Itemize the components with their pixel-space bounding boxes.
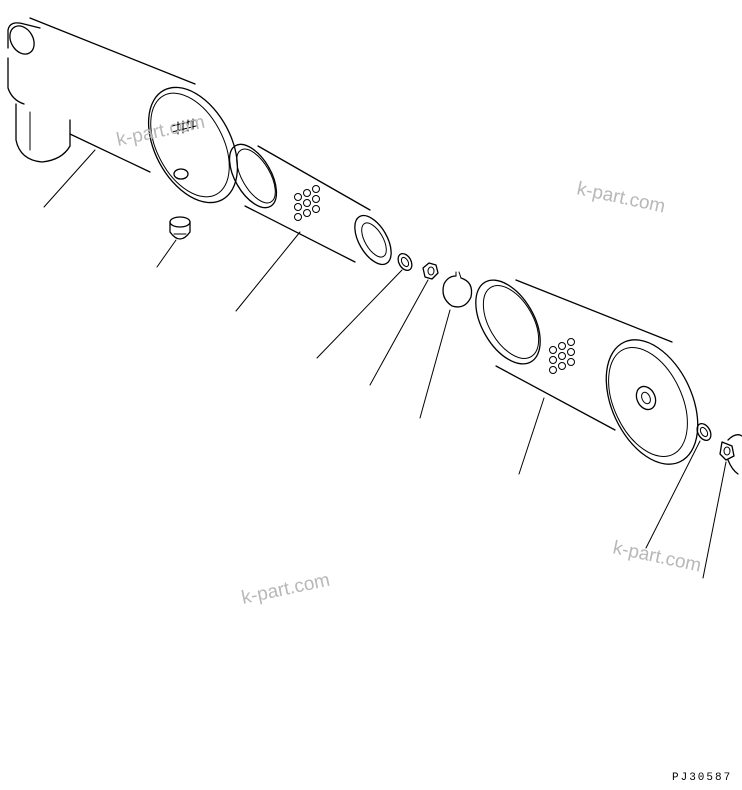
wing-nut-icon: [702, 434, 742, 579]
outer-element-washer-icon: [645, 422, 712, 549]
watermark-text: k-part.com: [240, 570, 332, 609]
watermark-text: k-part.com: [575, 178, 667, 217]
inner-safety-element-icon: [228, 143, 392, 312]
air-cleaner-body-icon: [7, 17, 239, 208]
watermark-group: k-part.com k-part.com k-part.com k-part.…: [115, 112, 703, 609]
inner-element-washer-icon: [316, 252, 413, 359]
watermark-text: k-part.com: [611, 537, 703, 576]
drawing-reference-code: PJ30587: [672, 772, 732, 784]
watermark-text: k-part.com: [115, 112, 207, 151]
drain-valve-icon: [156, 216, 191, 268]
inner-element-nut-icon: [369, 262, 439, 386]
snap-ring-icon: [419, 271, 473, 419]
outer-filter-element-icon: [475, 279, 699, 475]
